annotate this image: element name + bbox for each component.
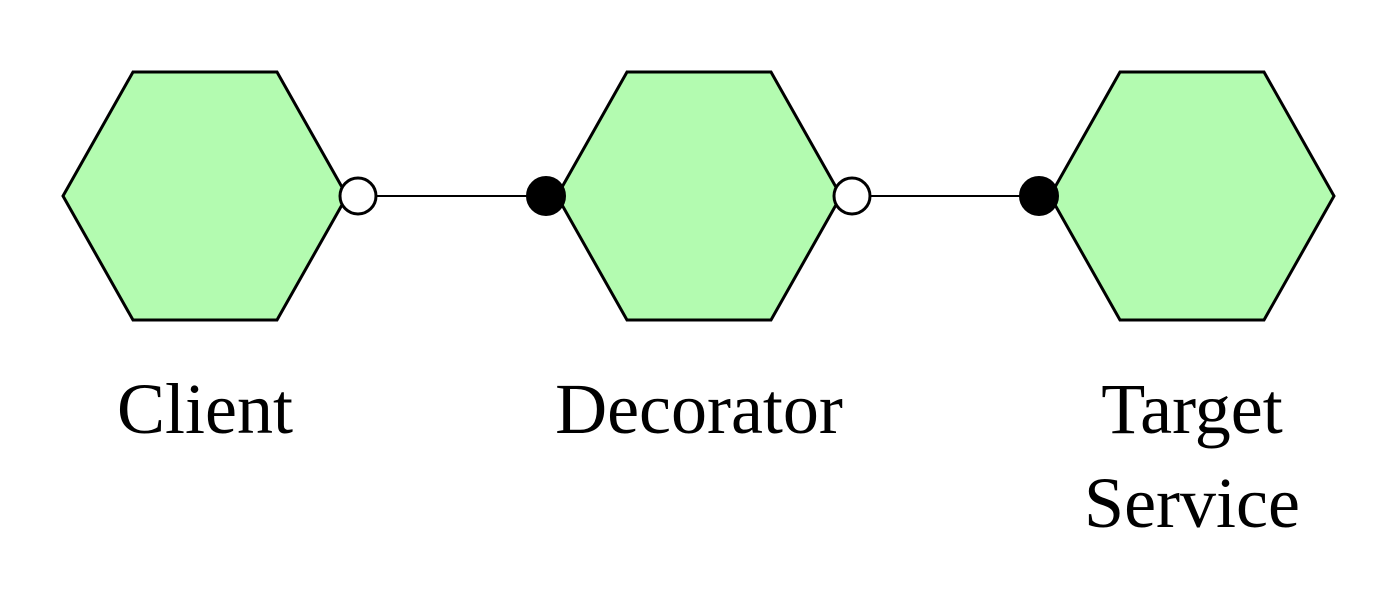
target-service-label: Target Service [1012,362,1372,550]
target-service-label-line-2: Service [1084,463,1300,543]
decorator-hexagon [555,70,843,322]
decorator-label: Decorator [519,362,879,456]
client-hexagon [61,70,349,322]
target-service-hexagon [1048,70,1336,322]
client-label-line: Client [117,369,293,449]
target-service-filled-port-icon [1019,176,1059,216]
decorator-open-port-icon [832,176,872,216]
target-service-label-line-1: Target [1101,369,1283,449]
decorator-filled-port-icon [526,176,566,216]
client-label: Client [25,362,385,456]
ports-layer [338,176,1059,216]
decorator-label-line: Decorator [555,369,843,449]
client-open-port-icon [338,176,378,216]
nodes-layer [61,70,1336,322]
